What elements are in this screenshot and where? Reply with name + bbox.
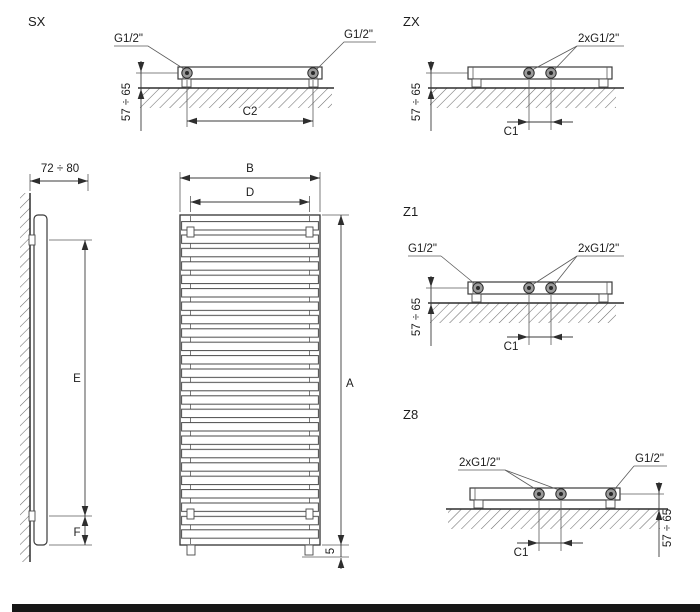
dim-label-c1: C1 <box>504 126 519 138</box>
view-title-zx: ZX <box>403 14 420 29</box>
dim-label-depth: 57 ÷ 65 <box>411 83 423 121</box>
conn-label: G1/2" <box>635 453 664 465</box>
wall-bracket <box>186 226 195 238</box>
dim-label-depth: 57 ÷ 65 <box>411 298 423 336</box>
dim-spacing-c1: C1 <box>504 80 573 138</box>
dim-label-b: B <box>246 163 254 175</box>
radiator-tube-top <box>467 66 613 80</box>
radiator-body <box>179 214 321 546</box>
wall-bracket <box>473 499 484 509</box>
conn-label: G1/2" <box>114 33 143 45</box>
radiator-tube-top <box>467 281 613 295</box>
wall-hatch <box>448 509 660 529</box>
label-right-connection: G1/2" <box>316 29 376 70</box>
view-title-z8: Z8 <box>403 407 418 422</box>
radiator-side-profile <box>33 214 48 546</box>
dim-label-depth: 57 ÷ 65 <box>662 509 674 547</box>
view-sx: SX G1/2" G1/2" 57 ÷ 65 <box>28 14 376 131</box>
label-left-connection: G1/2" <box>408 243 476 285</box>
wall-bracket <box>598 78 609 88</box>
dim-label-depth-range: 72 ÷ 80 <box>41 163 79 175</box>
wall-bracket <box>305 226 314 238</box>
wall-bracket <box>186 508 195 520</box>
dim-spacing-c1: C1 <box>504 295 573 353</box>
wall-hatch <box>140 88 332 108</box>
dim-label-d: D <box>246 187 254 199</box>
dim-label-c1: C1 <box>514 547 529 559</box>
wall-bracket <box>305 508 314 520</box>
cropped-table-bar <box>12 604 700 612</box>
view-title-sx: SX <box>28 14 46 29</box>
conn-label: G1/2" <box>408 243 437 255</box>
bottom-fitting <box>186 544 196 556</box>
towel-rungs <box>181 221 319 542</box>
dim-spacing-c1: C1 <box>514 501 583 559</box>
conn-label: 2xG1/2" <box>578 33 619 45</box>
wall-bracket <box>605 499 616 509</box>
dim-total-depth: 72 ÷ 80 <box>29 163 89 191</box>
wall-hatch <box>430 303 616 323</box>
label-left-connection: G1/2" <box>114 33 185 70</box>
wall-bracket <box>28 234 36 246</box>
dim-label-c2: C2 <box>243 106 258 118</box>
wall-bracket <box>181 78 192 88</box>
radiator-tube-top <box>469 487 621 501</box>
dim-spacing-c2: C2 <box>186 80 314 127</box>
view-z1: Z1 G1/2" 2xG1/2" 57 ÷ 65 <box>403 204 624 353</box>
radiator-tube-top <box>177 66 323 80</box>
dim-collector-d: D <box>190 187 310 212</box>
dim-label-e: E <box>73 373 81 385</box>
wall-hatch <box>430 88 616 108</box>
dim-label-c1: C1 <box>504 341 519 353</box>
dim-depth: 57 ÷ 65 <box>620 482 674 557</box>
dim-label-a: A <box>346 378 354 390</box>
label-right-connection: G1/2" <box>613 453 667 491</box>
view-title-z1: Z1 <box>403 204 418 219</box>
dim-label-5: 5 <box>325 548 337 554</box>
wall-bracket <box>598 293 609 303</box>
dim-depth: 57 ÷ 65 <box>411 61 468 131</box>
dim-label-depth: 57 ÷ 65 <box>121 83 133 121</box>
label-center-connection: 2xG1/2" <box>531 243 624 286</box>
wall-bracket <box>471 293 482 303</box>
conn-label: 2xG1/2" <box>459 457 500 469</box>
view-side: 72 ÷ 80 E F <box>20 163 92 562</box>
dim-label-f: F <box>73 527 80 539</box>
label-center-connection: 2xG1/2" <box>458 457 560 491</box>
dim-bottom-gap: 5 <box>302 545 349 569</box>
label-center-connection: 2xG1/2" <box>531 33 624 71</box>
wall-hatch <box>20 193 30 562</box>
view-z8: Z8 2xG1/2" G1/2" <box>403 407 674 559</box>
conn-label: 2xG1/2" <box>578 243 619 255</box>
view-front: B D A 5 <box>179 163 354 569</box>
wall-bracket <box>28 510 36 522</box>
dim-depth: 57 ÷ 65 <box>121 61 178 131</box>
dim-bottom-f: F <box>49 516 92 546</box>
bottom-fitting <box>304 544 314 556</box>
dim-height-a: A <box>322 214 354 546</box>
view-zx: ZX 2xG1/2" 57 ÷ 65 <box>403 14 624 138</box>
dim-depth: 57 ÷ 65 <box>411 276 468 346</box>
wall-bracket <box>308 78 319 88</box>
conn-label: G1/2" <box>344 29 373 41</box>
dim-width-b: B <box>179 163 321 212</box>
wall-bracket <box>471 78 482 88</box>
